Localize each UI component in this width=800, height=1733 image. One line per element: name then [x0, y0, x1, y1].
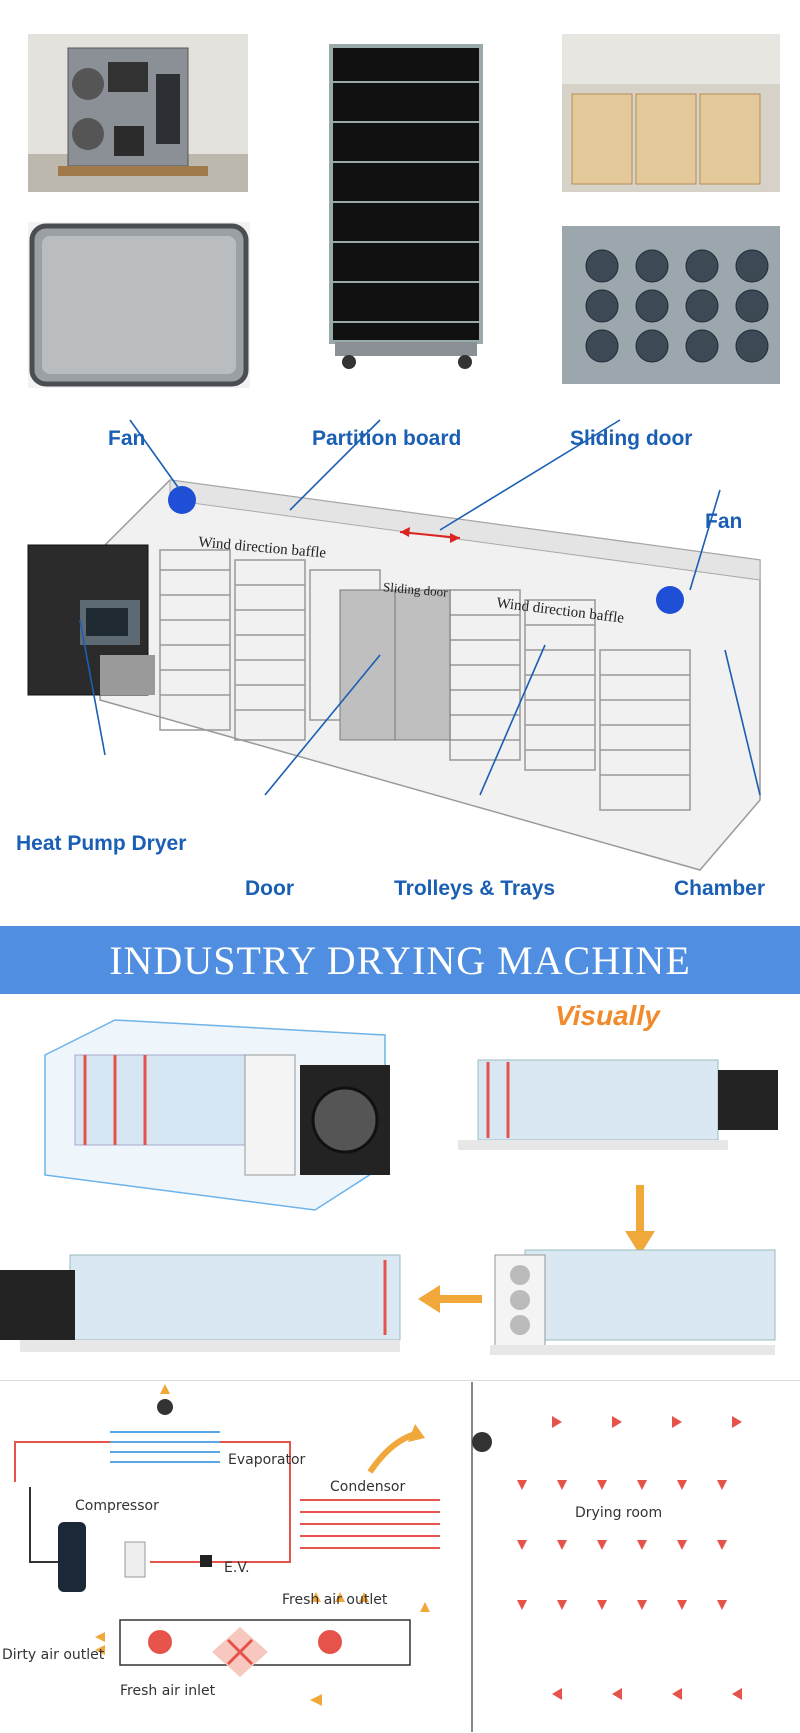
heat-pump-unit-photo [28, 34, 248, 192]
evaporator-label: Evaporator [228, 1452, 306, 1468]
fan-left-label: Fan [108, 427, 146, 450]
fresh-air-outlet-label: Fresh air outlet [282, 1592, 388, 1608]
condensor-label: Condensor [330, 1479, 406, 1495]
render-3d-topright [458, 1059, 778, 1150]
banner-title: INDUSTRY DRYING MACHINE [109, 937, 691, 983]
trolleys-trays-label: Trolleys & Trays [394, 877, 556, 900]
chamber-diagram [27, 419, 761, 871]
render-3d-middleright [490, 1249, 776, 1355]
sliding-door-label: Sliding door [570, 427, 693, 450]
fan-wall-photo [562, 226, 780, 384]
visually-heading: Visually [555, 1000, 660, 1031]
ev-valve-icon [200, 1555, 212, 1567]
drying-tray-photo [28, 222, 250, 388]
fan-right-label: Fan [705, 510, 743, 533]
blower-left-icon [148, 1630, 172, 1654]
refrigeration-cycle-diagram [14, 1384, 440, 1706]
fresh-air-inlet-label: Fresh air inlet [120, 1683, 216, 1699]
fan-right-icon [656, 586, 684, 614]
compressor-label: Compressor [75, 1498, 159, 1514]
title-banner: INDUSTRY DRYING MACHINE [0, 926, 800, 994]
condensor-coil [300, 1499, 440, 1549]
partition-board-label: Partition board [312, 427, 462, 450]
fan-left-icon [168, 486, 196, 514]
blower-right-icon [318, 1630, 342, 1654]
chamber-panels-photo [562, 34, 780, 192]
heat-pump-dryer-label: Heat Pump Dryer [16, 832, 187, 855]
ev-label: E.V. [224, 1560, 250, 1576]
drying-room-airflow [471, 1382, 742, 1732]
arrow-left-icon [418, 1285, 482, 1313]
drying-room-fan-icon [472, 1432, 492, 1452]
trolley-racks [159, 549, 691, 811]
render-3d-middleleft [0, 1254, 401, 1352]
chamber-label: Chamber [674, 877, 766, 900]
drying-room-label: Drying room [575, 1505, 663, 1521]
evaporator-fan-icon [157, 1399, 173, 1415]
trolley-rack-photo [315, 42, 497, 372]
arrow-down-icon [625, 1185, 655, 1255]
render-3d-large [44, 1019, 390, 1211]
door-label: Door [245, 877, 294, 900]
dirty-air-outlet-label: Dirty air outlet [2, 1647, 105, 1663]
compressor-icon [58, 1522, 86, 1592]
evaporator-coil [110, 1431, 220, 1463]
